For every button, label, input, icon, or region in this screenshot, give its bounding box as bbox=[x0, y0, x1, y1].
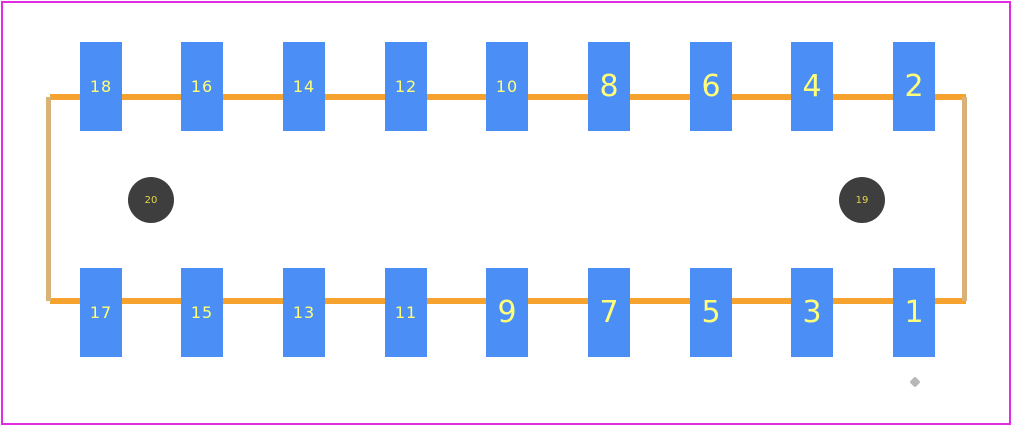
component-outline-right bbox=[962, 97, 967, 301]
pad-3[interactable]: 3 bbox=[791, 268, 833, 357]
pad-16[interactable]: 16 bbox=[181, 42, 223, 131]
pad-11[interactable]: 11 bbox=[385, 268, 427, 357]
pad-12[interactable]: 12 bbox=[385, 42, 427, 131]
pad-14[interactable]: 14 bbox=[283, 42, 325, 131]
component-outline-left bbox=[46, 97, 51, 301]
pad-2[interactable]: 2 bbox=[893, 42, 935, 131]
pad-18[interactable]: 18 bbox=[80, 42, 122, 131]
pad-9[interactable]: 9 bbox=[486, 268, 528, 357]
pad-17[interactable]: 17 bbox=[80, 268, 122, 357]
pad-7[interactable]: 7 bbox=[588, 268, 630, 357]
pad-5[interactable]: 5 bbox=[690, 268, 732, 357]
pad-15[interactable]: 15 bbox=[181, 268, 223, 357]
pad-10[interactable]: 10 bbox=[486, 42, 528, 131]
pad-8[interactable]: 8 bbox=[588, 42, 630, 131]
pad-1[interactable]: 1 bbox=[893, 268, 935, 357]
pad-6[interactable]: 6 bbox=[690, 42, 732, 131]
pad-13[interactable]: 13 bbox=[283, 268, 325, 357]
mounting-hole-19[interactable]: 19 bbox=[839, 177, 885, 223]
pad-4[interactable]: 4 bbox=[791, 42, 833, 131]
mounting-hole-20[interactable]: 20 bbox=[128, 177, 174, 223]
